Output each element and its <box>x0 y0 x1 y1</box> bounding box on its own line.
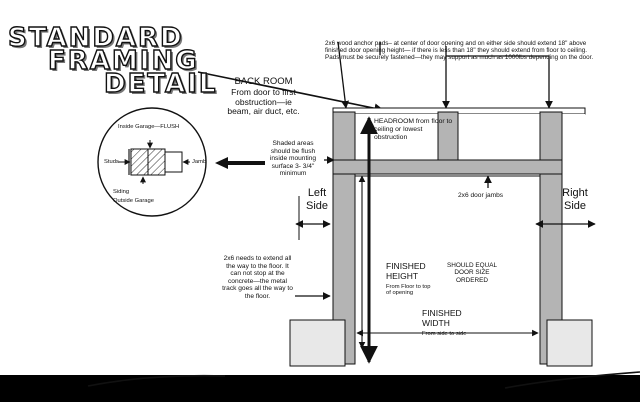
back-room-label: BACK ROOM From door to first obstruction… <box>226 76 301 117</box>
finished-height-sub: From Floor to top of opening <box>386 283 431 297</box>
inset-outside-label: Outside Garage <box>113 198 154 204</box>
headroom-label: HEADROOM from floor to ceiling or lowest… <box>374 118 453 141</box>
inset-jamb-label: Jamb <box>192 159 207 165</box>
anchor-pads-note: 2x6 wood anchor pads– at center of door … <box>325 40 594 62</box>
back-room-heading: BACK ROOM <box>234 76 293 87</box>
two-by-six-note: 2x6 needs to extend all the way to the f… <box>222 255 293 300</box>
left-concrete <box>289 319 346 367</box>
inset-jamb <box>164 151 183 173</box>
finished-width-sub: From side to side <box>422 330 467 337</box>
floor-curve-right <box>504 371 640 389</box>
back-room-text: From door to first obstruction—ie beam, … <box>227 86 300 117</box>
finished-height-heading: FINISHED HEIGHT <box>386 261 426 281</box>
inset-studs-label: Studs <box>104 159 119 165</box>
inset-inside-label: Inside Garage—FLUSH <box>118 124 180 130</box>
floor-curve-left <box>87 374 226 387</box>
inset-arrow-head <box>215 157 228 169</box>
title-line-2: FRAMING <box>47 45 199 76</box>
back-room-arrow <box>197 71 384 113</box>
finished-width-heading: FINISHED WIDTH <box>422 308 462 328</box>
door-jambs-label: 2x6 door jambs <box>458 192 504 199</box>
header-band <box>332 159 563 175</box>
right-side-label: Right Side <box>562 187 588 212</box>
title-line-1: STANDARD <box>7 22 184 53</box>
inset-siding-label: Siding <box>113 189 130 195</box>
should-equal-label: SHOULD EQUAL DOOR SIZE ORDERED <box>446 262 498 284</box>
left-side-label: Left Side <box>305 187 329 212</box>
finished-width-label: FINISHED WIDTH From side to side <box>422 308 482 337</box>
finished-height-label: FINISHED HEIGHT From Floor to top of ope… <box>386 261 436 297</box>
right-concrete <box>546 319 593 367</box>
shaded-areas-label: Shaded areas should be flush inside moun… <box>269 140 317 178</box>
title-line-3: DETAIL <box>103 68 218 99</box>
